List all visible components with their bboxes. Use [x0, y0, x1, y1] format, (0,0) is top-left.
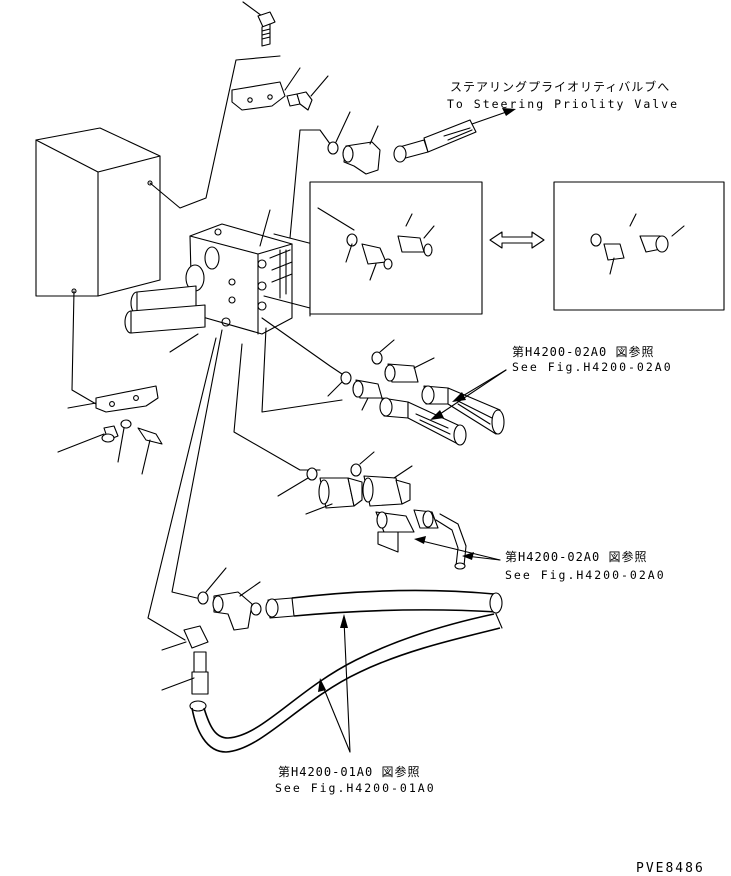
ref2-label-en: See Fig.H4200-02A0: [505, 568, 666, 582]
elbow-fitting-top: [342, 125, 381, 175]
ref1-arrows: [430, 369, 507, 420]
lower-bracket: [67, 385, 159, 413]
detail-box-right: [553, 181, 725, 311]
drawing-code: PVE8486: [636, 861, 705, 876]
lower-bolts: [57, 419, 163, 475]
ref2-arrows: [414, 536, 501, 561]
bottom-elbow: [197, 567, 262, 631]
ref3-arrows: [318, 614, 351, 753]
ref3-label: 第H4200-01A0 図参照 See Fig.H4200-01A0: [275, 764, 436, 795]
ref2-label: 第H4200-02A0 図参照 See Fig.H4200-02A0: [505, 549, 666, 582]
middle-fittings: [327, 339, 435, 411]
ref3-label-en: See Fig.H4200-01A0: [275, 781, 436, 795]
detail-box-left: [309, 181, 483, 315]
ref1-label-jp: 第H4200-02A0 図参照: [512, 344, 654, 359]
upper-bracket: [231, 67, 301, 111]
cylinders: [124, 285, 206, 353]
bottom-hose: [161, 613, 501, 753]
ref1-label: 第H4200-02A0 図参照 See Fig.H4200-02A0: [512, 344, 673, 374]
ref1-label-en: See Fig.H4200-02A0: [512, 360, 673, 374]
cover-box: [35, 127, 161, 297]
valve-block: [185, 223, 293, 335]
top-bolt: [242, 1, 276, 47]
ref3-label-jp: 第H4200-01A0 図参照: [278, 764, 420, 779]
long-hose: [265, 589, 503, 629]
o-ring-top: [327, 111, 351, 155]
steering-label-jp: ステアリングプライオリティバルブへ: [450, 79, 670, 94]
detail-swap-arrow: [489, 231, 545, 249]
bracket-bolt: [286, 75, 329, 111]
steering-arrow: [471, 108, 516, 125]
steering-label: ステアリングプライオリティバルブへ To Steering Priolity V…: [447, 79, 679, 111]
steering-label-en: To Steering Priolity Valve: [447, 97, 679, 111]
lower-middle-fittings: [277, 451, 467, 570]
hose-to-steering: [393, 119, 477, 163]
ref2-label-jp: 第H4200-02A0 図参照: [505, 549, 647, 564]
